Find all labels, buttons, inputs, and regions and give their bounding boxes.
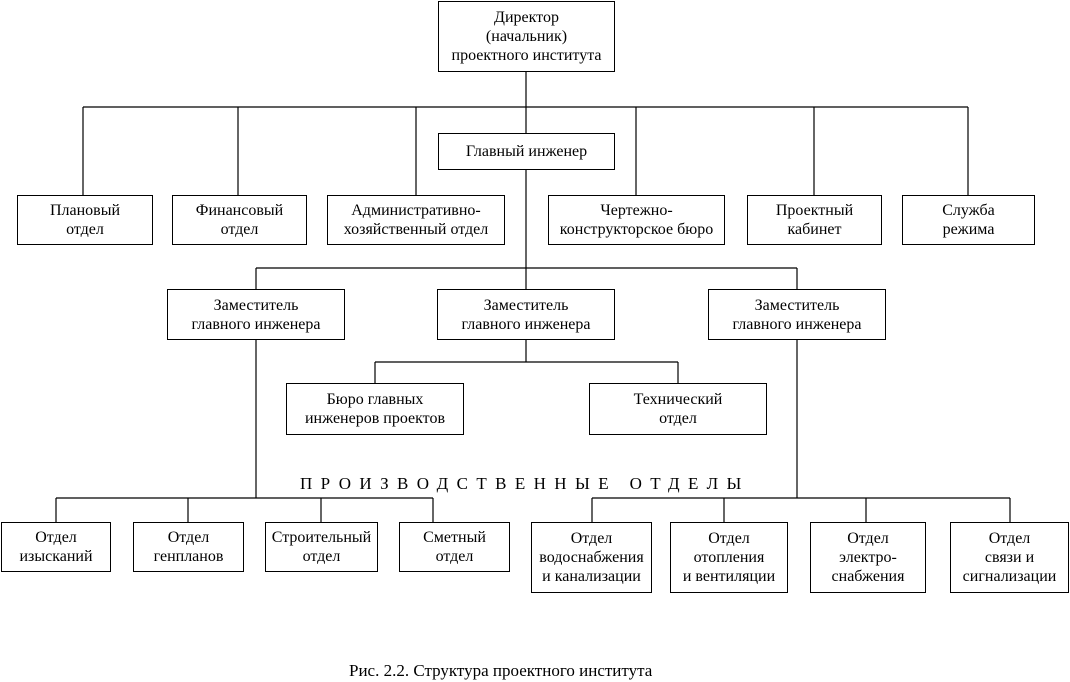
director-line-2: (начальник)	[485, 28, 568, 45]
construction-line-2: отдел	[302, 548, 341, 565]
deputy-right-box: Заместитель главного инженера	[708, 289, 886, 340]
heating-line-1: Отдел	[708, 530, 750, 547]
deputy-left-box: Заместитель главного инженера	[167, 289, 345, 340]
deputy-middle-box: Заместитель главного инженера	[437, 289, 615, 340]
admin-department-line-1: Административно-	[351, 202, 481, 219]
construction-line-1: Строительный	[271, 529, 372, 546]
planning-department-line-1: Плановый	[49, 202, 121, 219]
heating-line-2: отопления	[693, 549, 765, 566]
planning-department-box: Плановый отдел	[17, 195, 153, 245]
communications-line-3: сигнализации	[962, 568, 1057, 585]
water-supply-line-3: и канализации	[542, 568, 641, 585]
bureau-line-1: Бюро главных	[326, 391, 424, 408]
drafting-bureau-line-1: Чертежно-	[600, 202, 673, 219]
drafting-bureau-line-2: конструкторское бюро	[559, 221, 714, 238]
deputy-middle-line-1: Заместитель	[483, 296, 569, 314]
admin-department-line-2: хозяйственный отдел	[343, 221, 489, 238]
technical-department-box: Технический отдел	[589, 383, 767, 435]
deputy-middle-line-2: главного инженера	[461, 315, 591, 333]
financial-department-line-2: отдел	[220, 221, 259, 238]
estimates-line-1: Сметный	[423, 529, 486, 546]
surveying-line-2: изысканий	[19, 548, 93, 565]
director-line-1: Директор	[494, 9, 559, 26]
figure-caption: Рис. 2.2. Структура проектного института	[349, 661, 653, 680]
production-departments-label: ПРОИЗВОДСТВЕННЫЕ ОТДЕЛЫ	[300, 474, 750, 493]
power-supply-line-3: снабжения	[831, 568, 905, 585]
technical-line-2: отдел	[659, 410, 697, 427]
power-supply-line-1: Отдел	[847, 530, 889, 547]
communications-line-1: Отдел	[988, 530, 1031, 547]
deputy-left-line-2: главного инженера	[191, 315, 321, 333]
master-plans-department-box: Отдел генпланов	[133, 522, 244, 572]
deputy-right-line-1: Заместитель	[754, 296, 840, 314]
power-supply-department-box: Отдел электро- снабжения	[810, 522, 926, 593]
communications-line-2: связи и	[984, 549, 1035, 566]
security-service-line-1: Служба	[942, 202, 995, 219]
water-supply-department-box: Отдел водоснабжения и канализации	[531, 522, 652, 593]
director-line-3: проектного института	[451, 47, 602, 64]
financial-department-line-1: Финансовый	[195, 202, 284, 219]
chief-engineer-label: Главный инженер	[465, 143, 588, 160]
deputy-left-line-1: Заместитель	[213, 296, 299, 314]
estimates-department-box: Сметный отдел	[399, 522, 510, 572]
master-plans-line-1: Отдел	[167, 529, 210, 546]
design-office-line-1: Проектный	[775, 202, 854, 219]
deputy-right-line-2: главного инженера	[732, 315, 862, 333]
drafting-bureau-box: Чертежно- конструкторское бюро	[548, 195, 725, 245]
security-service-box: Служба режима	[902, 195, 1035, 245]
chief-project-engineers-bureau-box: Бюро главных инженеров проектов	[286, 383, 464, 435]
communications-department-box: Отдел связи и сигнализации	[950, 522, 1069, 593]
chief-engineer-box: Главный инженер	[438, 133, 615, 170]
power-supply-line-2: электро-	[839, 549, 897, 566]
heating-line-3: и вентиляции	[682, 568, 776, 585]
water-supply-line-2: водоснабжения	[539, 549, 644, 566]
bureau-line-2: инженеров проектов	[304, 410, 446, 427]
surveying-department-box: Отдел изысканий	[1, 522, 111, 572]
surveying-line-1: Отдел	[35, 529, 77, 546]
technical-line-1: Технический	[633, 391, 723, 408]
design-office-box: Проектный кабинет	[747, 195, 882, 245]
director-box: Директор (начальник) проектного институт…	[438, 1, 615, 72]
planning-department-line-2: отдел	[66, 221, 104, 238]
security-service-line-2: режима	[942, 221, 995, 238]
construction-department-box: Строительный отдел	[265, 522, 378, 572]
estimates-line-2: отдел	[435, 548, 474, 565]
financial-department-box: Финансовый отдел	[172, 195, 307, 245]
water-supply-line-1: Отдел	[570, 530, 613, 547]
design-office-line-2: кабинет	[787, 221, 842, 238]
admin-department-box: Административно- хозяйственный отдел	[327, 195, 505, 245]
heating-department-box: Отдел отопления и вентиляции	[670, 522, 788, 593]
master-plans-line-2: генпланов	[153, 548, 224, 565]
